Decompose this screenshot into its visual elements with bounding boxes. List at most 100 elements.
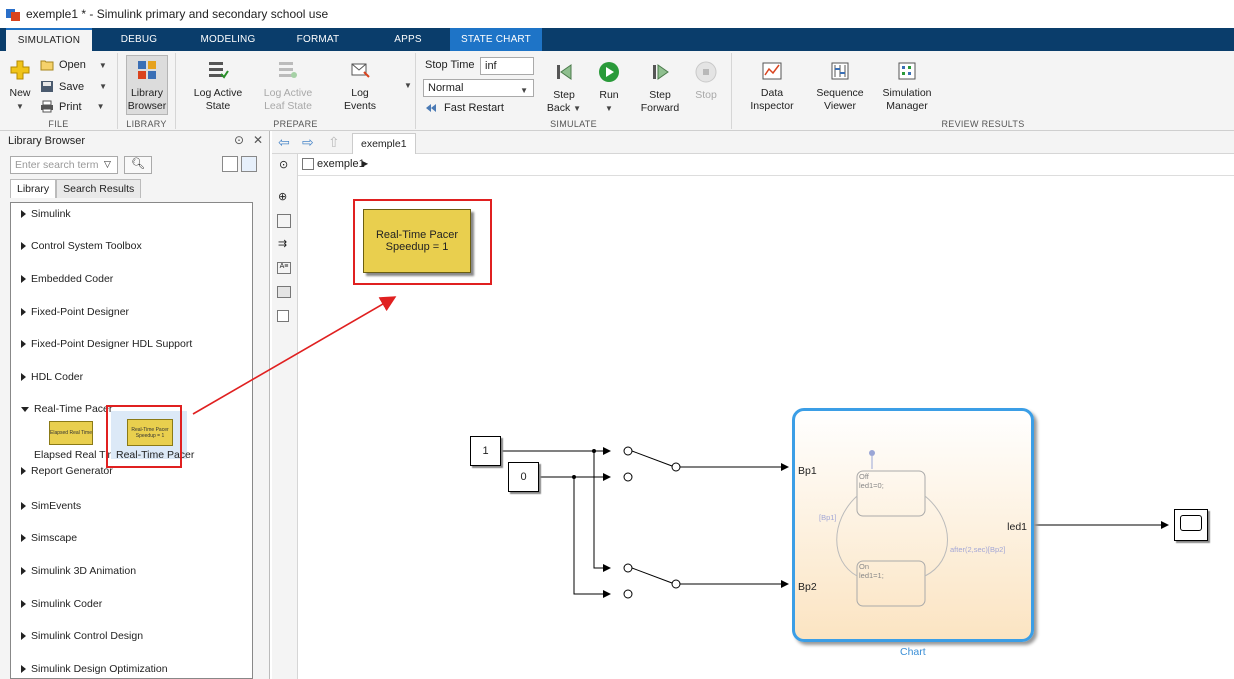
library-item-simulink-control-design[interactable]: Simulink Control Design [21, 630, 143, 642]
stop-time-input[interactable]: inf [480, 57, 534, 75]
step-forward-button[interactable]: Step Forward [636, 61, 684, 115]
step-back-button[interactable]: Step Back ▼ [544, 61, 584, 115]
tab-library[interactable]: Library [10, 179, 57, 198]
save-button[interactable]: Save▼ [40, 80, 107, 93]
breadcrumb-model[interactable]: exemple1 [317, 158, 365, 170]
library-item-simulink[interactable]: Simulink [21, 208, 71, 220]
tab-modeling[interactable]: MODELING [200, 34, 256, 45]
scope-block[interactable] [1174, 509, 1208, 541]
log-active-state-button[interactable]: Log Active State [188, 59, 248, 113]
back-arrow-icon[interactable]: ⇦ [278, 134, 290, 150]
model-tab[interactable]: exemple1 [352, 133, 416, 154]
library-item-simscape[interactable]: Simscape [21, 532, 77, 544]
expand-triangle-icon [21, 600, 26, 608]
library-browser-title: Library Browser [8, 135, 86, 147]
step-forward-label-1: Step [649, 89, 671, 101]
list-view-icon[interactable] [222, 156, 238, 172]
pacer-canvas-highlight [353, 199, 492, 285]
real-time-pacer-block[interactable]: Real-Time Pacer Speedup = 1 [363, 209, 471, 273]
sequence-viewer-button[interactable]: Sequence Viewer [812, 61, 868, 113]
route-lines-icon[interactable]: ⇉ [278, 238, 288, 250]
save-disk-icon [41, 81, 53, 92]
new-button[interactable]: New ▼ [6, 59, 34, 113]
search-options-button[interactable]: 🔍︎ [124, 156, 152, 174]
tab-search-results[interactable]: Search Results [56, 179, 142, 198]
new-label: New [9, 87, 31, 99]
step-back-icon [557, 64, 572, 80]
print-label: Print [59, 100, 82, 113]
image-icon[interactable] [277, 286, 291, 298]
fit-to-view-icon[interactable] [277, 214, 291, 228]
step-forward-icon [653, 64, 669, 80]
tab-apps[interactable]: APPS [394, 34, 422, 45]
stop-time-label: Stop Time [425, 59, 475, 71]
library-item-simulink-coder[interactable]: Simulink Coder [21, 598, 102, 610]
constant-block-1[interactable]: 1 [470, 436, 501, 466]
data-inspector-button[interactable]: Data Inspector [746, 61, 798, 113]
log-events-button[interactable]: Log Events [330, 59, 390, 113]
tab-simulation[interactable]: SIMULATION [6, 28, 92, 51]
library-browser-button[interactable]: Library Browser [126, 55, 168, 115]
log-active-leaf-state-button[interactable]: Log Active Leaf State [258, 59, 318, 113]
library-item-real-time-pacer[interactable]: Real-Time Pacer [21, 403, 112, 415]
library-item-hdl-coder[interactable]: HDL Coder [21, 371, 83, 383]
expand-triangle-icon [21, 665, 26, 673]
simulation-manager-icon [898, 62, 916, 80]
step-forward-label-2: Forward [640, 102, 680, 114]
run-play-icon [599, 62, 619, 82]
library-item-simulink-3d-animation[interactable]: Simulink 3D Animation [21, 565, 136, 577]
library-item-report-generator[interactable]: Report Generator [21, 465, 113, 477]
grid-view-icon[interactable] [241, 156, 257, 172]
expand-triangle-icon [21, 534, 26, 542]
library-item-simulink-design-optimization[interactable]: Simulink Design Optimization [21, 663, 168, 675]
tab-format[interactable]: FORMAT [296, 34, 340, 45]
panel-options-icon[interactable]: ⊙ [234, 133, 245, 147]
forward-arrow-icon[interactable]: ⇨ [302, 134, 314, 150]
window-title: exemple1 * - Simulink primary and second… [26, 7, 329, 21]
print-button[interactable]: Print▼ [40, 100, 105, 113]
breadcrumb-arrow-icon[interactable]: ▶ [362, 159, 369, 168]
stateflow-chart-block[interactable]: Bp1 Bp2 led1 Off led1=0; On led1=1; [Bp1… [792, 408, 1034, 642]
prepare-group: Log Active State Log Active Leaf State L… [176, 53, 416, 129]
sequence-viewer-label-2: Viewer [824, 100, 856, 112]
fast-restart-button[interactable]: Fast Restart [425, 102, 504, 114]
annotation-icon[interactable]: A≡ [277, 262, 291, 274]
constant-block-0[interactable]: 0 [508, 462, 539, 492]
zoom-icon[interactable]: ⊕ [278, 191, 288, 203]
log-events-label-1: Log [351, 87, 369, 99]
state-on: On led1=1; [859, 562, 884, 580]
elapsed-real-time-block-icon[interactable]: Elapsed Real Time [49, 421, 93, 445]
library-item-control-system-toolbox[interactable]: Control System Toolbox [21, 240, 142, 252]
editor-header: ⇦ ⇨ ⇧ exemple1 [272, 131, 1234, 154]
step-back-label-1: Step [553, 89, 575, 101]
library-search-input[interactable]: Enter search term [10, 156, 118, 174]
tab-state-chart[interactable]: STATE CHART [450, 28, 542, 51]
up-arrow-icon[interactable]: ⇧ [328, 134, 340, 150]
simulation-manager-button[interactable]: Simulation Manager [878, 61, 936, 113]
state-off: Off led1=0; [859, 472, 884, 490]
search-dropdown-icon[interactable]: ▽ [104, 159, 111, 169]
library-item-fixed-point-designer[interactable]: Fixed-Point Designer [21, 306, 129, 318]
folder-icon [40, 60, 54, 71]
chart-input-bp1: Bp1 [798, 465, 817, 477]
library-tabs: Library Search Results [10, 179, 142, 198]
library-group: Library Browser LIBRARY [118, 53, 176, 129]
tab-debug[interactable]: DEBUG [120, 34, 158, 45]
simulation-mode-select[interactable]: Normal ▼ [423, 79, 534, 97]
pacer-block-line1: Real-Time Pacer [375, 229, 459, 241]
panel-close-icon[interactable]: ✕ [253, 133, 264, 147]
open-button[interactable]: Open▼ [40, 59, 107, 71]
library-item-simevents[interactable]: SimEvents [21, 500, 81, 512]
library-item-fixed-point-hdl[interactable]: Fixed-Point Designer HDL Support [21, 338, 192, 350]
hide-browser-icon[interactable]: ⊙ [279, 159, 289, 171]
canvas-toolbar: ⊙ ⊕ ⇉ A≡ [272, 154, 298, 679]
log-active-label-1: Log Active [193, 87, 243, 99]
prepare-gallery-expand-icon[interactable]: ▼ [404, 81, 412, 90]
run-label: Run [599, 89, 619, 101]
area-icon[interactable] [277, 310, 289, 322]
library-item-embedded-coder[interactable]: Embedded Coder [21, 273, 113, 285]
stop-button[interactable]: Stop [690, 61, 722, 102]
run-button[interactable]: Run ▼ [592, 61, 626, 115]
